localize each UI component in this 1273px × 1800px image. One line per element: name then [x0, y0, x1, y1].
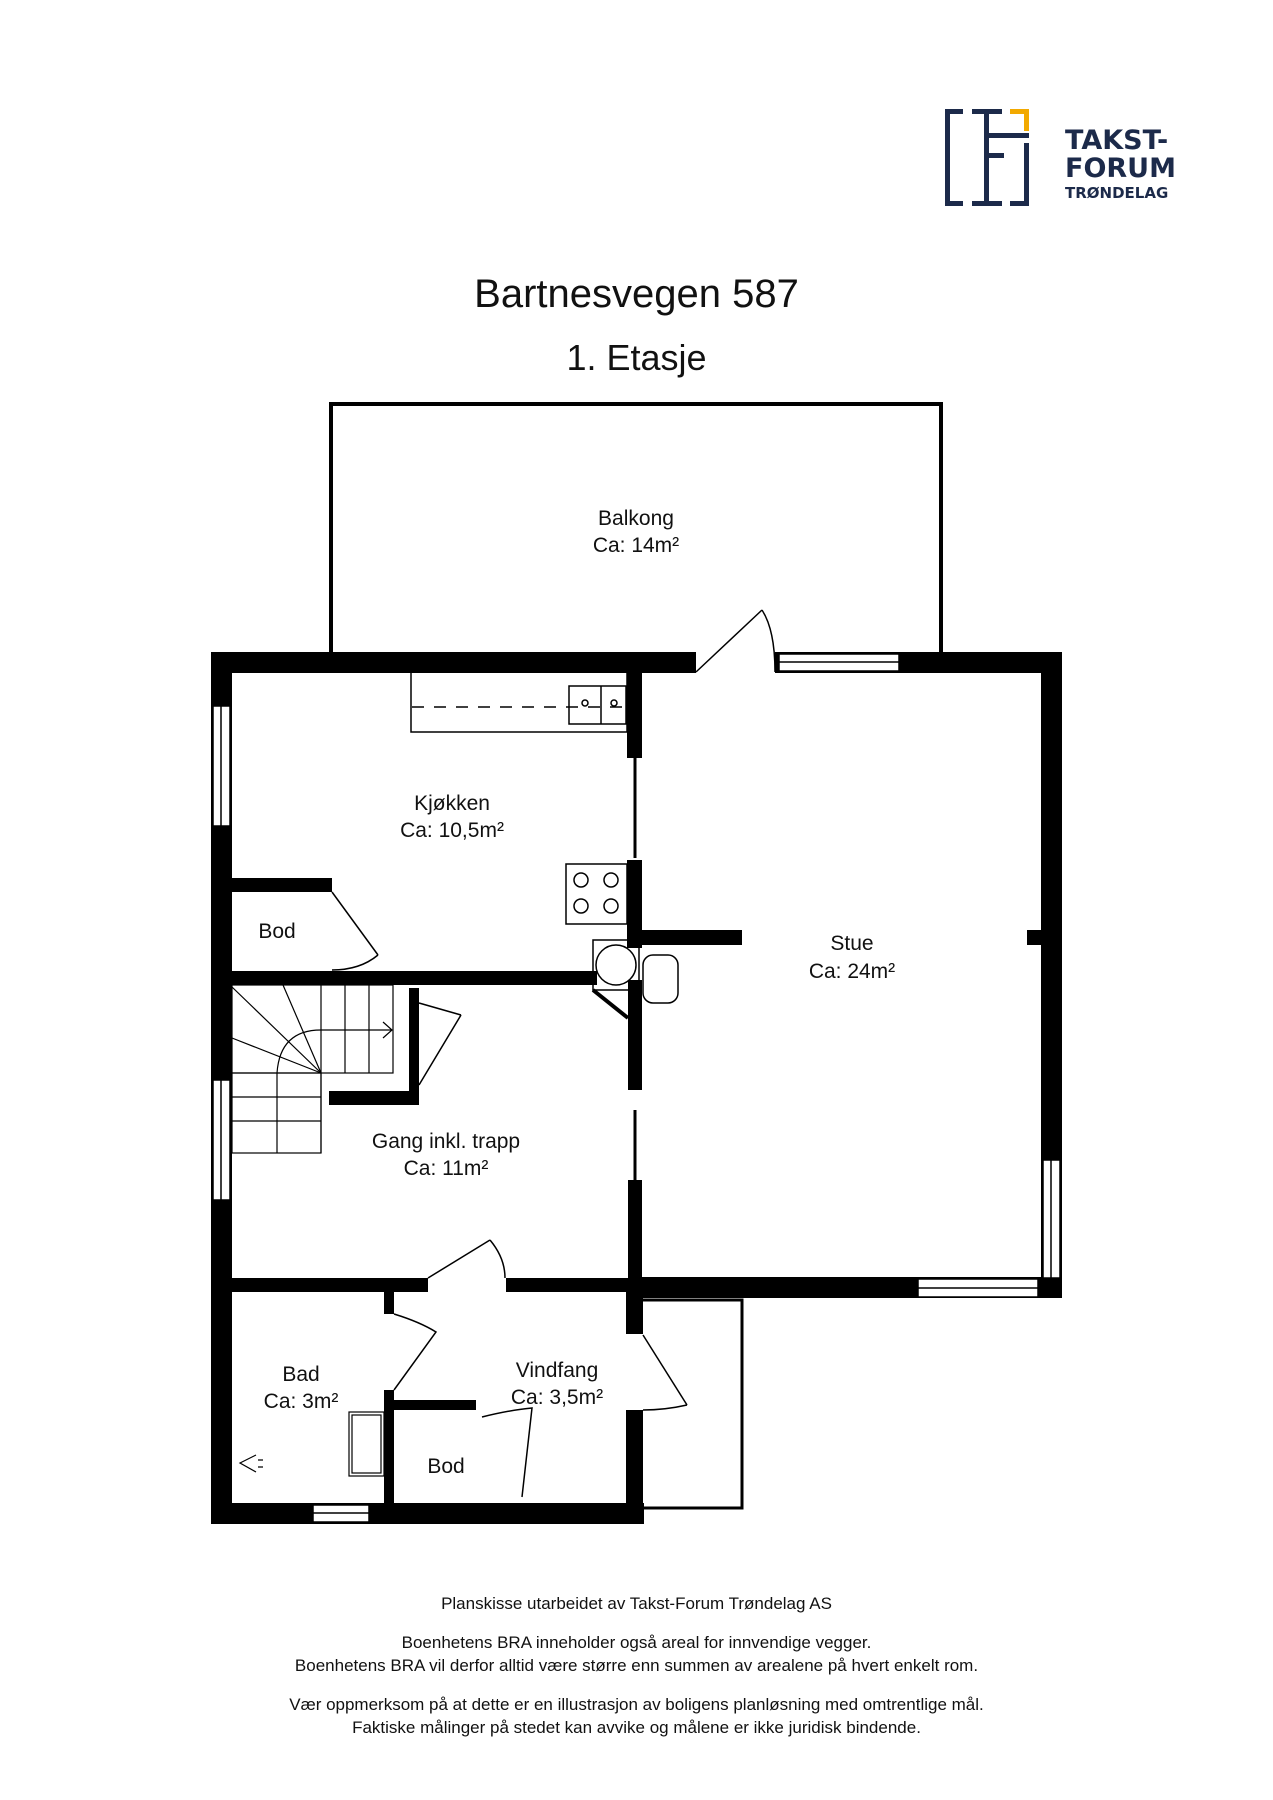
room-kjokken-name: Kjøkken: [414, 792, 490, 815]
room-bad-area: Ca: 3m²: [264, 1390, 339, 1413]
logo-line-2: FORUM: [1065, 153, 1176, 184]
kitchen-fixtures: [410, 673, 679, 1020]
company-logo: TAKST- FORUM TRØNDELAG: [940, 105, 1200, 215]
footer-bra-2: Boenhetens BRA vil derfor alltid være st…: [294, 1656, 979, 1675]
bathroom-fixtures: [238, 1411, 385, 1477]
windows: [212, 653, 1061, 1523]
floor-subtitle: 1. Etasje: [566, 337, 707, 378]
staircase: [231, 984, 394, 1154]
room-stue-area: Ca: 24m²: [809, 960, 895, 983]
logo-line-1: TAKST-: [1065, 125, 1169, 156]
footer-note-1: Vær oppmerksom på at dette er en illustr…: [289, 1695, 984, 1714]
room-gang-name: Gang inkl. trapp: [372, 1130, 520, 1153]
logo-line-3: TRØNDELAG: [1065, 184, 1169, 202]
room-bod-1-name: Bod: [258, 920, 295, 943]
footer-note-2: Faktiske målinger på stedet kan avvike o…: [352, 1718, 921, 1737]
room-gang-area: Ca: 11m²: [404, 1157, 489, 1180]
doors: [331, 609, 776, 1498]
entrance-porch: [643, 1298, 744, 1510]
room-stue-name: Stue: [830, 932, 873, 955]
room-vindfang-area: Ca: 3,5m²: [511, 1386, 603, 1409]
footer-credit: Planskisse utarbeidet av Takst-Forum Trø…: [441, 1594, 832, 1613]
balcony-outline: [329, 402, 943, 655]
footer-notes: Planskisse utarbeidet av Takst-Forum Trø…: [0, 1592, 1273, 1739]
room-bod-2-name: Bod: [427, 1455, 464, 1478]
page-title: Bartnesvegen 587: [474, 272, 799, 316]
room-balkong-name: Balkong: [598, 507, 674, 530]
room-balkong-area: Ca: 14m²: [593, 534, 679, 557]
room-kjokken-area: Ca: 10,5m²: [400, 819, 504, 842]
footer-bra-1: Boenhetens BRA inneholder også areal for…: [401, 1633, 872, 1652]
room-vindfang-name: Vindfang: [516, 1359, 599, 1382]
room-bad-name: Bad: [282, 1363, 319, 1386]
logo-mark-icon: [945, 109, 1029, 206]
